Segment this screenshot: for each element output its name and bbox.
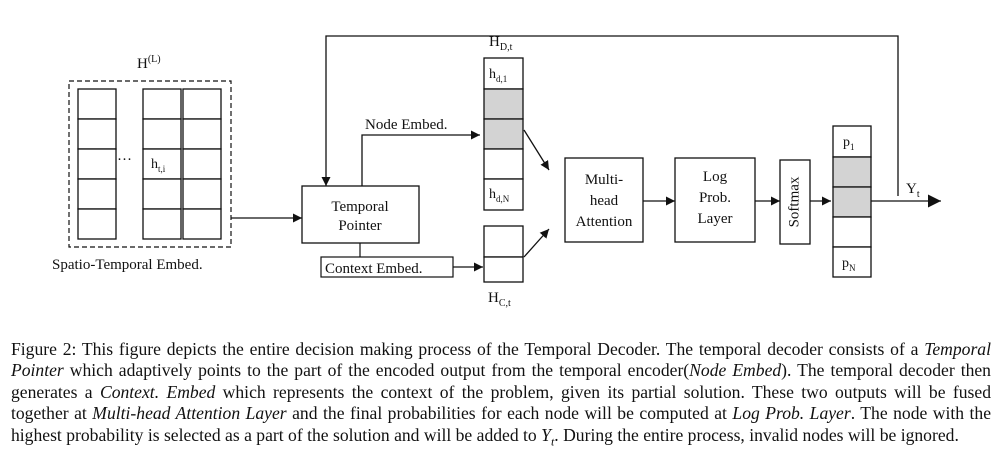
caption-text-1: Figure 2: This figure depicts the entire…: [11, 338, 925, 359]
encoder-column-2: [142, 88, 182, 240]
temporal-pointer-line2: Pointer: [338, 218, 381, 234]
prob-cell-1: [832, 125, 872, 158]
log-prob-line3: Layer: [698, 211, 733, 227]
attention-line3: Attention: [576, 214, 633, 230]
prob-top-label: p1: [843, 135, 855, 152]
softmax-block: Softmax: [779, 159, 811, 245]
decoder-cell-bottom-label: hd,N: [489, 187, 510, 204]
caption-emph-node-embed: Node Embed: [689, 360, 782, 381]
decoder-cell-4: [483, 148, 524, 180]
decoder-cell-top-label: hd,1: [489, 67, 507, 84]
node-embed-line: [361, 130, 480, 186]
arrow-context-to-attention: [523, 228, 550, 258]
log-prob-block: Log Prob. Layer: [674, 157, 756, 243]
context-cell-2: [483, 256, 524, 283]
caption-text-5: and the final probabilities for each nod…: [286, 403, 733, 424]
log-prob-line2: Prob.: [699, 190, 731, 206]
temporal-pointer-line1: Temporal: [331, 199, 388, 215]
prob-bottom-label: pN: [842, 256, 856, 273]
attention-line2: head: [590, 193, 619, 209]
softmax-label: Softmax: [786, 176, 802, 227]
encoder-caption: Spatio-Temporal Embed.: [52, 257, 203, 273]
caption-emph-yt: Yt: [541, 424, 555, 449]
caption-text-6: . The node with the highest probability …: [11, 403, 992, 445]
prob-cell-2: [832, 156, 872, 188]
decoder-cell-5: [483, 178, 524, 211]
arrow-decoder-to-attention: [523, 129, 550, 171]
caption-text-2: which adaptively points to the part of t…: [63, 360, 690, 381]
output-label: Yt: [906, 181, 920, 200]
caption-text-3: ). The temporal decoder then generates a: [11, 360, 991, 402]
decoder-embed-stack: HD,t hd,1 hd,N: [483, 34, 524, 211]
prob-cell-3: [832, 186, 872, 218]
decoder-diagram: H(L) ··· ht,i Spatio-Temporal: [52, 34, 941, 309]
caption-emph-attention: Multi-head Attention Layer: [92, 403, 287, 424]
encoder-ellipsis: ···: [117, 152, 132, 168]
decoder-cell-1: [483, 57, 524, 90]
attention-line1: Multi-: [585, 172, 623, 188]
encoder-block: H(L) ··· ht,i Spatio-Temporal: [52, 54, 232, 273]
context-embed-label: Context Embed.: [325, 261, 423, 277]
encoder-column-3: [182, 88, 222, 240]
node-embed-label: Node Embed.: [365, 117, 447, 133]
context-embed-stack: HC,t: [483, 225, 524, 309]
caption-emph-temporal-pointer: Temporal Pointer: [11, 338, 991, 381]
prob-cell-5: [832, 246, 872, 278]
context-cell-1: [483, 225, 524, 258]
encoder-cell-label: ht,i: [151, 157, 166, 174]
decoder-cell-2: [483, 88, 524, 120]
context-stack-title: HC,t: [488, 290, 511, 309]
decoder-stack-title: HD,t: [489, 34, 513, 53]
encoder-column-1: [77, 88, 117, 240]
caption-emph-context-embed: Context. Embed: [99, 381, 216, 402]
encoder-title: H(L): [137, 54, 161, 72]
log-prob-line1: Log: [703, 169, 728, 185]
decoder-cell-3: [483, 118, 524, 150]
feedback-loop-line: [321, 35, 899, 196]
encoder-dashed-frame: [68, 80, 232, 248]
probability-stack: p1 pN: [832, 125, 872, 278]
caption-emph-log-prob: Log Prob. Layer: [732, 403, 851, 424]
attention-block: Multi- head Attention: [564, 157, 644, 243]
figure-caption: Figure 2: This figure depicts the entire…: [11, 339, 991, 453]
prob-cell-4: [832, 216, 872, 248]
temporal-pointer-block: Temporal Pointer: [301, 185, 420, 244]
caption-text-4: which represents the context of the prob…: [11, 381, 991, 424]
caption-text-7: . During the entire process, invalid nod…: [554, 424, 959, 445]
